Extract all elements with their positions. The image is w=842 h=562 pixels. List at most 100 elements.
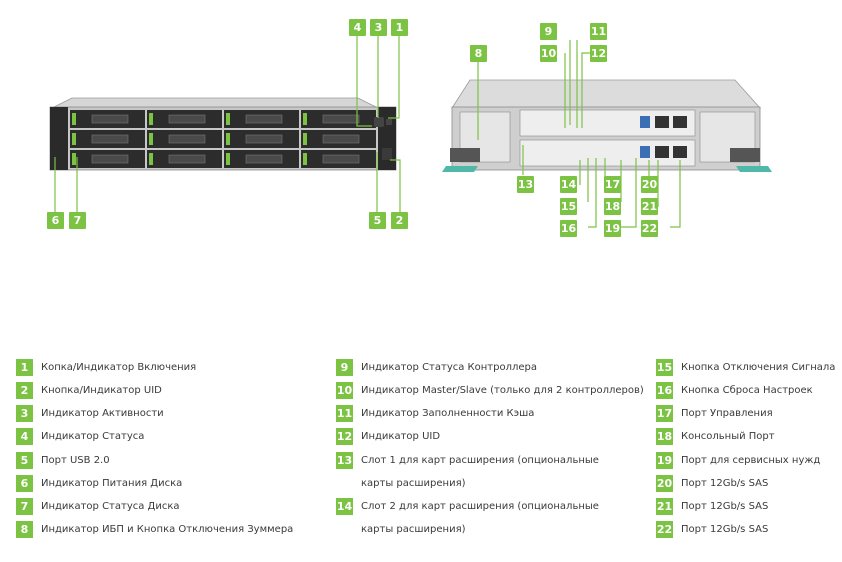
drive-bay [224, 150, 299, 168]
callout-badge: 15 [560, 198, 577, 215]
legend-badge: 2 [16, 382, 33, 399]
drive-bay [147, 110, 222, 128]
legend-badge: 8 [16, 521, 33, 538]
legend-badge: 15 [656, 359, 673, 376]
legend-badge: 14 [336, 498, 353, 515]
drive-bay [147, 130, 222, 148]
uid-button-icon [386, 119, 392, 125]
legend-label: Кнопка Сброса Настроек [681, 385, 813, 396]
callout-badge: 16 [560, 220, 577, 237]
front-chassis [49, 97, 397, 171]
legend-item: 18 Консольный Порт [656, 425, 775, 448]
legend-label: Индикатор Статуса Диска [41, 501, 180, 512]
legend-item: 12 Индикатор UID [336, 425, 440, 448]
legend-item: 2 Кнопка/Индикатор UID [16, 379, 162, 402]
legend-label: Индикатор ИБП и Кнопка Отключения Зуммер… [41, 524, 294, 535]
drive-bay [301, 130, 376, 148]
callout-badge: 9 [540, 23, 557, 40]
legend-label: Кнопка/Индикатор UID [41, 385, 162, 396]
callout-badge: 12 [590, 45, 607, 62]
legend-label: Индикатор Заполненности Кэша [361, 408, 535, 419]
legend-badge: 11 [336, 405, 353, 422]
legend-label: Кнопка Отключения Сигнала [681, 362, 836, 373]
callout-badge: 3 [370, 19, 387, 36]
legend-item: 17 Порт Управления [656, 402, 773, 425]
drive-bay [301, 150, 376, 168]
legend-item: 1 Копка/Индикатор Включения [16, 356, 196, 379]
legend-badge: 7 [16, 498, 33, 515]
callout-badge: 8 [470, 45, 487, 62]
legend-label: Индикатор Питания Диска [41, 478, 183, 489]
legend-item: 15 Кнопка Отключения Сигнала [656, 356, 835, 379]
callout-badge: 19 [604, 220, 621, 237]
rear-chassis [442, 79, 772, 172]
legend-badge: 22 [656, 521, 673, 538]
legend-label: Индикатор UID [361, 431, 441, 442]
legend-item: 7 Индикатор Статуса Диска [16, 495, 180, 518]
callout-badge: 10 [540, 45, 557, 62]
legend-badge: 10 [336, 382, 353, 399]
legend-label: Индикатор Активности [41, 408, 164, 419]
legend-label: Порт 12Gb/s SAS [681, 501, 769, 512]
callout-badge: 1 [391, 19, 408, 36]
legend-label: Индикатор Статуса Контроллера [361, 362, 538, 373]
drive-bay [147, 150, 222, 168]
legend-item: 5 Порт USB 2.0 [16, 449, 110, 472]
legend-item: 16 Кнопка Сброса Настроек [656, 379, 813, 402]
callout-badge: 7 [69, 212, 86, 229]
legend-item: 22 Порт 12Gb/s SAS [656, 518, 768, 541]
legend-badge: 21 [656, 498, 673, 515]
legend-label: Порт 12Gb/s SAS [681, 478, 769, 489]
legend-item: 10 Индикатор Master/Slave (только для 2 к… [336, 379, 644, 402]
drive-bay [224, 130, 299, 148]
leader-lines [54, 35, 681, 228]
callout-badge: 20 [641, 176, 658, 193]
legend-badge: 19 [656, 452, 673, 469]
power-button-icon [374, 117, 384, 127]
legend-item: 9 Индикатор Статуса Контроллера [336, 356, 537, 379]
drive-bay [301, 110, 376, 128]
callout-badge: 13 [517, 176, 534, 193]
legend-item: 14 Слот 2 для карт расширения (опциональн… [336, 495, 611, 541]
callout-badge: 2 [391, 212, 408, 229]
legend-label: Порт USB 2.0 [41, 455, 110, 466]
legend-item: 19 Порт для сервисных нужд [656, 449, 820, 472]
callout-badge: 21 [641, 198, 658, 215]
callout-badge: 5 [369, 212, 386, 229]
drive-bay [224, 110, 299, 128]
drive-bay [70, 130, 145, 148]
legend-label: Порт Управления [681, 408, 773, 419]
drive-bay [70, 150, 145, 168]
legend-badge: 5 [16, 452, 33, 469]
legend-label: Слот 1 для карт расширения (опциональные… [361, 455, 599, 489]
legend-label: Порт для сервисных нужд [681, 455, 821, 466]
legend-item: 11 Индикатор Заполненности Кэша [336, 402, 534, 425]
legend-badge: 9 [336, 359, 353, 376]
callout-badge: 22 [641, 220, 658, 237]
callout-badge: 17 [604, 176, 621, 193]
legend-label: Копка/Индикатор Включения [41, 362, 197, 373]
legend-badge: 16 [656, 382, 673, 399]
legend-item: 13 Слот 1 для карт расширения (опциональн… [336, 449, 611, 495]
callout-badge: 11 [590, 23, 607, 40]
drive-bay [70, 110, 145, 128]
legend-label: Индикатор Master/Slave (только для 2 кон… [361, 385, 644, 396]
legend-badge: 13 [336, 452, 353, 469]
legend-label: Консольный Порт [681, 431, 775, 442]
legend-badge: 18 [656, 428, 673, 445]
callout-badge: 4 [349, 19, 366, 36]
legend-badge: 1 [16, 359, 33, 376]
legend-badge: 20 [656, 475, 673, 492]
usb-port-icon [382, 148, 392, 160]
callout-badge: 14 [560, 176, 577, 193]
callout-badge: 18 [604, 198, 621, 215]
legend-item: 20 Порт 12Gb/s SAS [656, 472, 768, 495]
legend-label: Порт 12Gb/s SAS [681, 524, 769, 535]
legend-badge: 12 [336, 428, 353, 445]
legend-badge: 17 [656, 405, 673, 422]
legend-label: Слот 2 для карт расширения (опциональные… [361, 501, 599, 535]
